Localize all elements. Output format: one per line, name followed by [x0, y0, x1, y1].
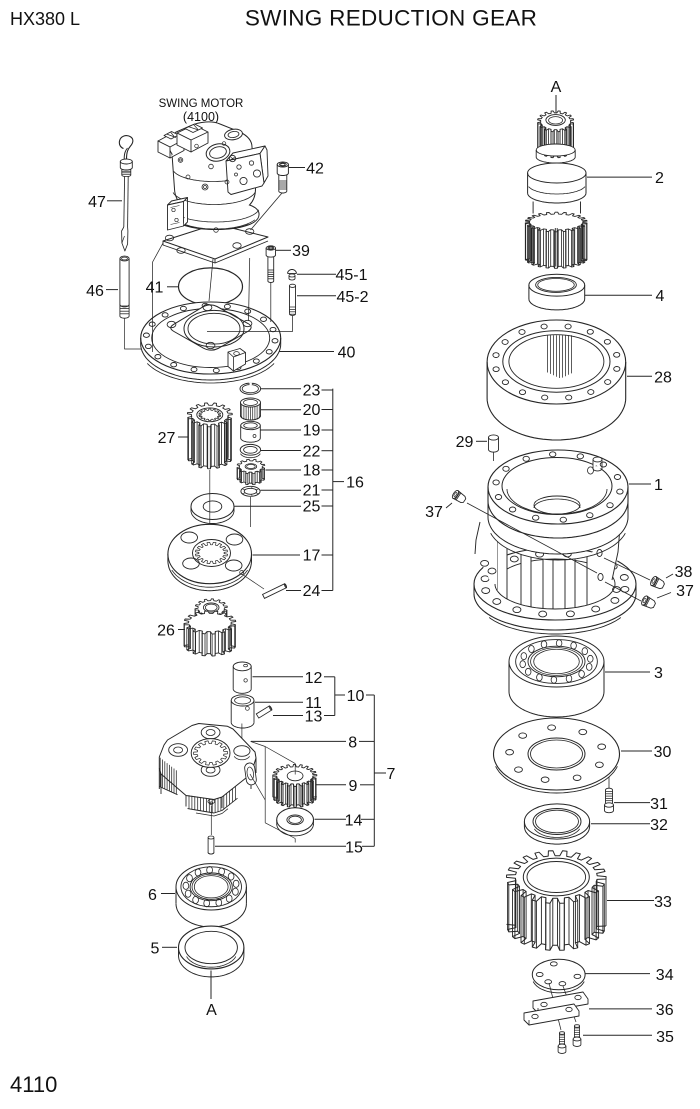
svg-text:6: 6	[148, 887, 157, 904]
svg-text:42: 42	[306, 161, 324, 178]
svg-text:47: 47	[88, 194, 106, 211]
svg-text:3: 3	[654, 665, 663, 682]
svg-text:45-2: 45-2	[336, 289, 368, 306]
svg-text:39: 39	[292, 243, 310, 260]
svg-text:30: 30	[654, 744, 672, 761]
svg-text:45-1: 45-1	[335, 267, 367, 284]
svg-text:22: 22	[303, 443, 321, 460]
svg-text:4110: 4110	[10, 1072, 57, 1097]
svg-text:14: 14	[345, 813, 363, 830]
svg-text:24: 24	[303, 583, 321, 600]
svg-text:28: 28	[654, 370, 672, 387]
svg-text:13: 13	[305, 709, 323, 726]
svg-text:29: 29	[456, 434, 474, 451]
svg-text:A: A	[206, 1002, 217, 1019]
svg-text:5: 5	[151, 941, 160, 958]
svg-text:32: 32	[650, 817, 668, 834]
svg-text:(4100): (4100)	[183, 110, 219, 124]
svg-text:12: 12	[305, 670, 323, 687]
svg-text:18: 18	[303, 463, 321, 480]
svg-text:35: 35	[656, 1029, 674, 1046]
svg-text:38: 38	[675, 564, 693, 581]
svg-text:34: 34	[656, 967, 674, 984]
svg-text:40: 40	[338, 345, 356, 362]
svg-text:41: 41	[146, 280, 164, 297]
svg-text:8: 8	[348, 735, 357, 752]
svg-text:36: 36	[656, 1002, 674, 1019]
svg-text:1: 1	[654, 477, 663, 494]
svg-text:9: 9	[349, 778, 358, 795]
svg-text:33: 33	[654, 894, 672, 911]
svg-text:25: 25	[303, 499, 321, 516]
svg-text:SWING REDUCTION GEAR: SWING REDUCTION GEAR	[245, 6, 537, 31]
svg-text:37: 37	[676, 583, 694, 600]
svg-text:21: 21	[303, 483, 321, 500]
svg-text:16: 16	[346, 475, 364, 492]
svg-text:A: A	[551, 79, 562, 96]
svg-text:19: 19	[303, 423, 321, 440]
svg-text:HX380 L: HX380 L	[10, 9, 80, 29]
svg-text:37: 37	[425, 504, 443, 521]
svg-text:17: 17	[303, 548, 321, 565]
svg-text:26: 26	[157, 623, 175, 640]
svg-text:20: 20	[303, 402, 321, 419]
svg-text:7: 7	[387, 766, 396, 783]
svg-text:46: 46	[86, 283, 104, 300]
svg-text:11: 11	[305, 695, 322, 712]
svg-text:23: 23	[303, 383, 321, 400]
svg-text:15: 15	[345, 840, 363, 857]
svg-text:4: 4	[656, 288, 665, 305]
svg-text:2: 2	[655, 170, 664, 187]
svg-text:10: 10	[347, 688, 365, 705]
svg-text:31: 31	[650, 796, 668, 813]
svg-text:SWING MOTOR: SWING MOTOR	[159, 98, 244, 110]
svg-text:27: 27	[158, 430, 176, 447]
